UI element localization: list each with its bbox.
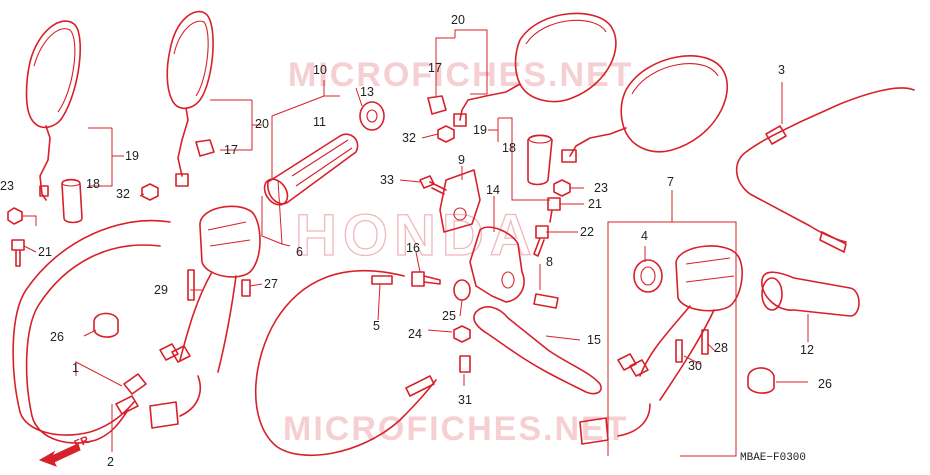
callout-29: 29 bbox=[154, 283, 168, 297]
left-mirror-inner[interactable] bbox=[166, 10, 214, 187]
callout-1: 1 bbox=[72, 361, 79, 375]
throttle-cable-1[interactable] bbox=[12, 219, 171, 436]
left-grip-12[interactable] bbox=[761, 271, 860, 317]
front-direction-arrow: FR. bbox=[38, 433, 94, 467]
callout-15: 15 bbox=[587, 333, 601, 347]
callout-11: 11 bbox=[313, 115, 326, 129]
sleeve-18-left[interactable] bbox=[61, 178, 83, 224]
callout-6: 6 bbox=[296, 245, 303, 259]
nut-32-right[interactable] bbox=[437, 125, 455, 143]
callout-20-right: 20 bbox=[451, 13, 465, 27]
throttle-cable-2[interactable] bbox=[25, 244, 161, 444]
callout-32-left: 32 bbox=[116, 187, 130, 201]
callout-18-left: 18 bbox=[86, 177, 100, 191]
cap-17-left[interactable] bbox=[195, 139, 215, 157]
right-mirror-outer[interactable] bbox=[453, 12, 617, 127]
callout-24: 24 bbox=[408, 327, 422, 341]
callout-4: 4 bbox=[641, 229, 648, 243]
callout-17-left: 17 bbox=[224, 143, 238, 157]
callout-22: 22 bbox=[580, 225, 594, 239]
brake-cable-5[interactable] bbox=[254, 269, 437, 456]
nut-24[interactable] bbox=[453, 325, 471, 343]
callout-7: 7 bbox=[667, 175, 674, 189]
screw-27[interactable] bbox=[241, 279, 251, 297]
throttle-grip-11[interactable] bbox=[260, 133, 359, 209]
bolt-21-right[interactable] bbox=[547, 197, 561, 223]
clip-26-left[interactable] bbox=[93, 312, 119, 338]
sleeve-18-right[interactable] bbox=[527, 134, 553, 186]
callout-labels: 1 2 3 4 5 6 7 8 9 10 11 12 13 14 15 16 1… bbox=[0, 13, 832, 469]
callout-16: 16 bbox=[406, 241, 420, 255]
callout-31: 31 bbox=[458, 393, 472, 407]
callout-30: 30 bbox=[688, 359, 702, 373]
bolt-21-left[interactable] bbox=[11, 239, 25, 267]
nut-23-right[interactable] bbox=[553, 179, 571, 197]
left-switch-housing-7[interactable] bbox=[579, 245, 743, 445]
callout-3: 3 bbox=[778, 63, 785, 77]
bolt-33[interactable] bbox=[419, 175, 447, 195]
front-label: FR. bbox=[73, 433, 94, 451]
callout-27: 27 bbox=[264, 277, 278, 291]
nut-23-left[interactable] bbox=[7, 207, 23, 225]
bearing-13[interactable] bbox=[359, 101, 385, 131]
callout-13: 13 bbox=[360, 85, 374, 99]
bracket-14[interactable] bbox=[469, 226, 525, 303]
screw-28[interactable] bbox=[701, 329, 709, 355]
watermark-top: MICROFICHES.NET bbox=[288, 56, 633, 94]
callout-19-left: 19 bbox=[125, 149, 139, 163]
ring-4[interactable] bbox=[633, 259, 663, 293]
callout-20-left: 20 bbox=[255, 117, 269, 131]
right-mirror-inner[interactable] bbox=[561, 55, 729, 163]
pivot-25[interactable] bbox=[453, 279, 471, 301]
watermark-center: HONDA bbox=[295, 203, 538, 268]
callout-23-right: 23 bbox=[594, 181, 608, 195]
callout-26-left: 26 bbox=[50, 330, 64, 344]
clutch-cable-3[interactable] bbox=[735, 87, 915, 253]
callout-8: 8 bbox=[546, 255, 553, 269]
leader-lines bbox=[22, 29, 809, 457]
watermark-bottom: MICROFICHES.NET bbox=[283, 410, 628, 448]
callout-25: 25 bbox=[442, 309, 456, 323]
pin-8[interactable] bbox=[533, 293, 559, 309]
left-mirror-outer[interactable] bbox=[25, 20, 82, 201]
callout-26-right: 26 bbox=[818, 377, 832, 391]
callout-5: 5 bbox=[373, 319, 380, 333]
screw-31[interactable] bbox=[459, 355, 471, 373]
callout-28: 28 bbox=[714, 341, 728, 355]
screw-29[interactable] bbox=[187, 269, 195, 301]
screw-30[interactable] bbox=[675, 339, 683, 363]
holder-9[interactable] bbox=[439, 169, 481, 233]
callout-9: 9 bbox=[458, 153, 465, 167]
callout-33: 33 bbox=[380, 173, 394, 187]
callout-21-right: 21 bbox=[588, 197, 602, 211]
cap-17-right[interactable] bbox=[427, 95, 447, 115]
callout-17-right: 17 bbox=[428, 61, 442, 75]
callout-14: 14 bbox=[486, 183, 500, 197]
clip-26-right[interactable] bbox=[747, 367, 775, 394]
callout-19-right: 19 bbox=[473, 123, 487, 137]
callout-21-left: 21 bbox=[38, 245, 52, 259]
bolt-16[interactable] bbox=[411, 271, 441, 287]
right-switch-housing-6[interactable] bbox=[149, 205, 261, 429]
callout-18-right: 18 bbox=[502, 141, 516, 155]
callout-12: 12 bbox=[800, 343, 814, 357]
diagram-code: MBAE−F0300 bbox=[740, 452, 806, 464]
lever-15[interactable] bbox=[473, 306, 602, 395]
callout-2: 2 bbox=[107, 455, 114, 469]
bolt-22[interactable] bbox=[533, 225, 549, 257]
callout-23-left: 23 bbox=[0, 179, 14, 193]
nut-32-left[interactable] bbox=[141, 183, 159, 201]
callout-32-right: 32 bbox=[402, 131, 416, 145]
callout-10: 10 bbox=[313, 63, 327, 77]
